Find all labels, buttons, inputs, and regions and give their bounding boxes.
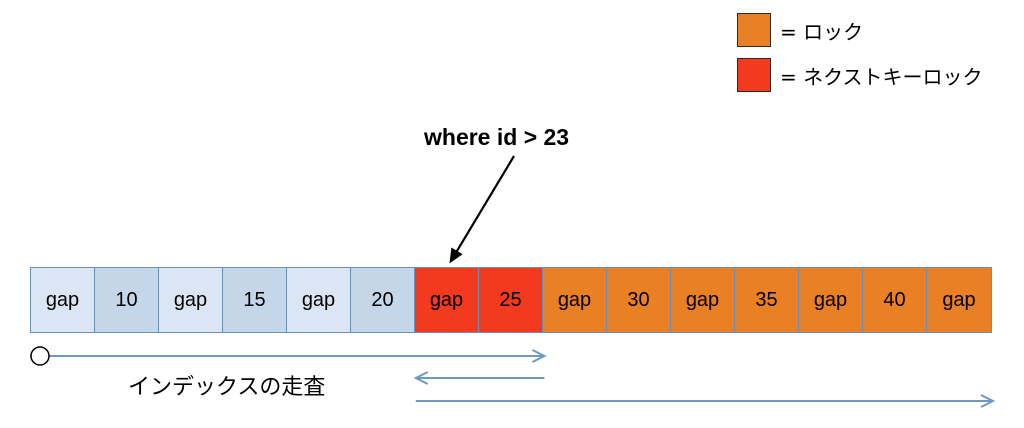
legend-label-next-key-lock: = ネクストキーロック: [780, 64, 983, 89]
legend-swatch-lock: [737, 13, 771, 47]
scan-pass-2-arrowhead: [980, 394, 996, 408]
index-scan-label: インデックスの走査: [128, 375, 326, 400]
condition-pointer-line: [451, 155, 515, 259]
scan-pass-1-arrowhead: [413, 371, 429, 385]
index-entry-5: 20: [351, 268, 415, 332]
index-entry-2: gap: [159, 268, 223, 332]
index-entry-6: gap: [415, 268, 479, 332]
legend-item-next-key-lock: = ネクストキーロック: [737, 57, 983, 93]
index-entry-7: 25: [479, 268, 543, 332]
index-entry-0: gap: [31, 268, 95, 332]
index-entry-11: 35: [735, 268, 799, 332]
legend-item-lock: = ロック: [737, 12, 863, 48]
index-entry-10: gap: [671, 268, 735, 332]
index-entry-4: gap: [287, 268, 351, 332]
scan-start-marker: [30, 346, 50, 366]
condition-pointer-arrowhead: [449, 247, 463, 264]
query-condition-label: where id > 23: [424, 124, 570, 150]
legend-swatch-next-key-lock: [737, 58, 771, 92]
index-entry-1: 10: [95, 268, 159, 332]
index-entry-12: gap: [799, 268, 863, 332]
index-entry-9: 30: [607, 268, 671, 332]
scan-pass-0-arrowhead: [531, 349, 547, 363]
legend-label-lock: = ロック: [780, 19, 864, 44]
index-entry-8: gap: [543, 268, 607, 332]
index-entry-14: gap: [927, 268, 992, 332]
index-entry-3: 15: [223, 268, 287, 332]
index-entry-13: 40: [863, 268, 927, 332]
